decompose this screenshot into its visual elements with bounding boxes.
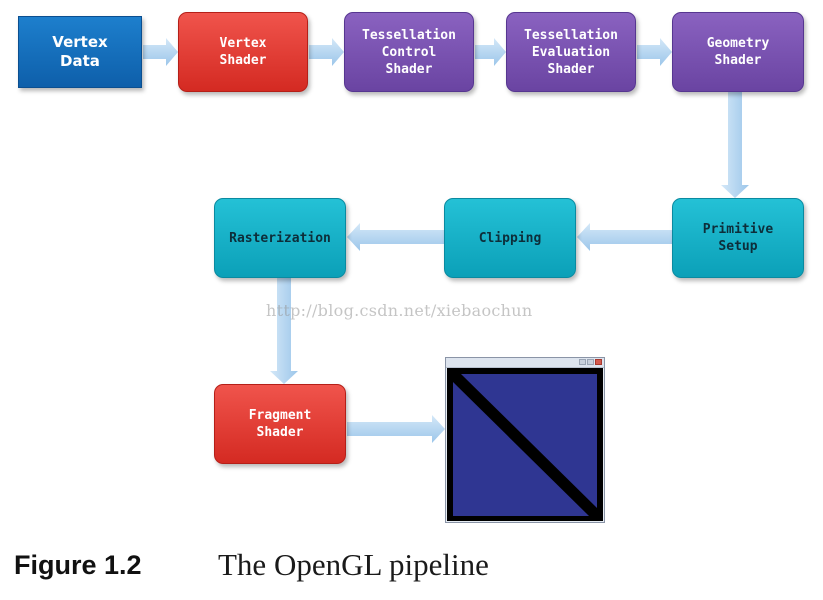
node-clipping: Clipping xyxy=(444,198,576,278)
maximize-icon xyxy=(587,359,594,365)
minimize-icon xyxy=(579,359,586,365)
rendered-triangles xyxy=(447,368,603,521)
node-rasterization: Rasterization xyxy=(214,198,346,278)
triangle-lower-left xyxy=(453,382,589,516)
close-icon xyxy=(595,359,602,365)
arrow-clipping-to-rasterization xyxy=(347,223,444,251)
node-vertex-shader: Vertex Shader xyxy=(178,12,308,92)
watermark-url: http://blog.csdn.net/xiebaochun xyxy=(266,301,533,320)
node-tessellation-evaluation-shader: Tessellation Evaluation Shader xyxy=(506,12,636,92)
output-window-screenshot xyxy=(445,357,605,523)
arrow-tess-control-to-tess-eval xyxy=(475,38,506,66)
arrow-vertex-shader-to-tess-control xyxy=(309,38,344,66)
arrow-fragment-shader-to-output xyxy=(347,415,445,443)
arrow-vertex-data-to-vertex-shader xyxy=(143,38,178,66)
arrow-rasterization-to-fragment-shader xyxy=(270,278,298,384)
figure-number: Figure 1.2 xyxy=(14,550,142,580)
arrow-tess-eval-to-geometry xyxy=(637,38,672,66)
node-geometry-shader: Geometry Shader xyxy=(672,12,804,92)
node-primitive-setup: Primitive Setup xyxy=(672,198,804,278)
triangle-upper-right xyxy=(461,374,597,508)
node-vertex-data: Vertex Data xyxy=(18,16,142,88)
node-tessellation-control-shader: Tessellation Control Shader xyxy=(344,12,474,92)
figure-caption: Figure 1.2 The OpenGL pipeline xyxy=(14,544,814,592)
output-window-titlebar xyxy=(446,358,604,368)
node-fragment-shader: Fragment Shader xyxy=(214,384,346,464)
figure-title: The OpenGL pipeline xyxy=(218,547,489,582)
arrow-geometry-to-primitive-setup xyxy=(721,92,749,198)
arrow-primitive-setup-to-clipping xyxy=(577,223,672,251)
